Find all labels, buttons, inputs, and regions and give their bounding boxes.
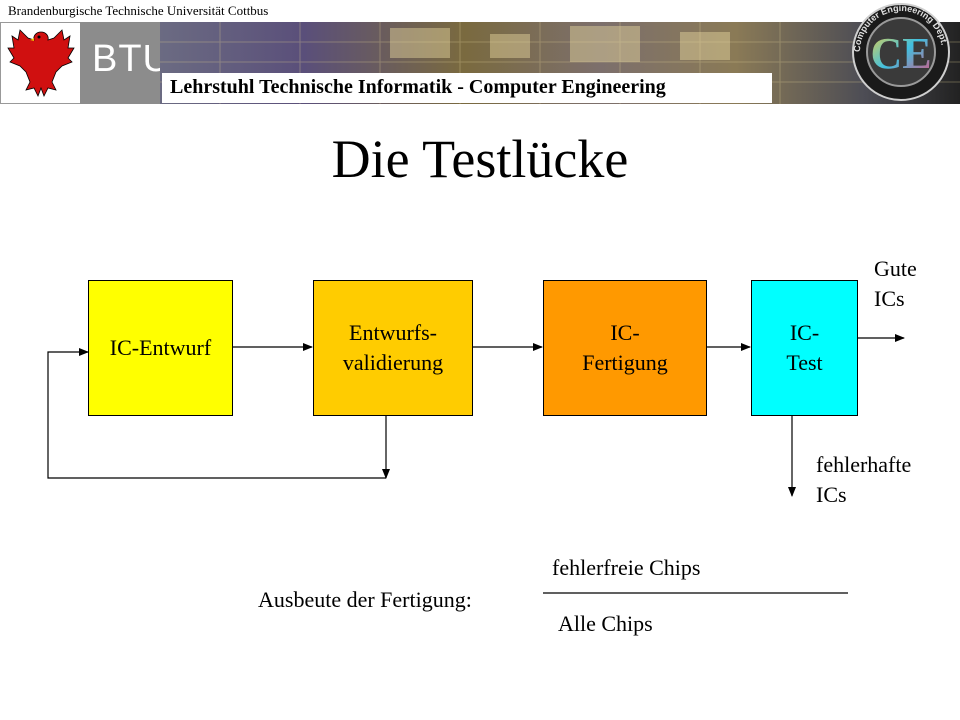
node-label: IC- Fertigung [582, 320, 668, 375]
chair-label: Lehrstuhl Technische Informatik - Comput… [170, 76, 666, 98]
good-ics-label: Gute ICs [874, 256, 917, 311]
yield-label: Ausbeute der Fertigung: [258, 587, 472, 612]
ce-logo-letters: CE [870, 29, 931, 78]
yield-denominator: Alle Chips [558, 611, 653, 636]
faulty-ics-label: fehlerhafte ICs [816, 452, 912, 507]
computer-engineering-logo-icon: Computer Engineering Dept. CE [852, 3, 950, 101]
btu-logo-block [80, 22, 160, 104]
node-label: IC-Entwurf [109, 335, 212, 360]
page-title: Die Testlücke [331, 129, 629, 189]
chair-label-background [162, 73, 772, 103]
chip-background-icon [160, 22, 960, 104]
node-label: Entwurfs- validierung [342, 320, 444, 375]
node-entwurfsvalidierung: Entwurfs- validierung [313, 280, 473, 416]
node-label: IC- Test [786, 320, 823, 375]
node-ic-fertigung: IC- Fertigung [543, 280, 707, 416]
node-ic-test: IC- Test [751, 280, 858, 416]
yield-numerator: fehlerfreie Chips [552, 555, 701, 580]
node-ic-entwurf: IC-Entwurf [88, 280, 233, 416]
feedback-loop-arrow [47, 348, 386, 479]
university-name: Brandenburgische Technische Universität … [8, 3, 269, 18]
brandenburg-eagle-icon [7, 29, 75, 97]
btu-logo-text: BTU [92, 38, 171, 80]
